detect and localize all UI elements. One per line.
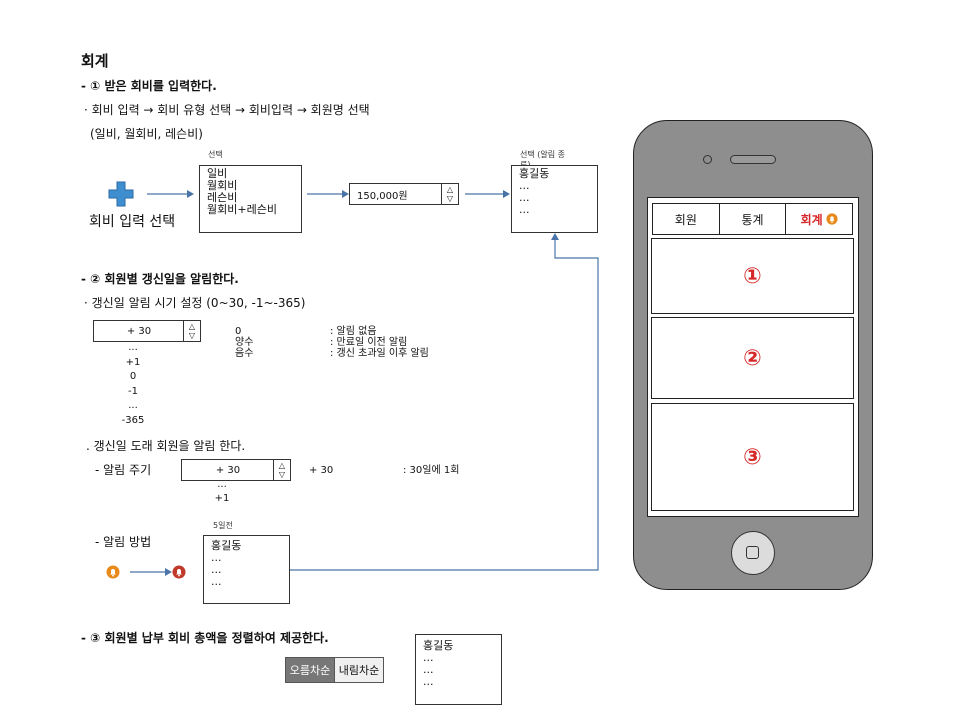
bell-orange-icon — [106, 564, 120, 579]
member-select[interactable]: 홍길동 ... ... ... — [511, 165, 598, 233]
cycle-example: + 30 — [309, 465, 334, 476]
stepper-arrows[interactable]: △▽ — [273, 460, 290, 480]
cycle-value: + 30 — [215, 464, 241, 476]
fee-type-select[interactable]: 일비 월회비 레슨비 월회비+레슨비 — [199, 165, 302, 233]
flow-arrow-2 — [307, 190, 349, 198]
renewal-setting-label: · 갱신일 알림 시기 설정 (0~30, -1~-365) — [84, 296, 306, 310]
sort-ascending-button[interactable]: 오름차순 — [285, 657, 335, 683]
stepper-down-icon[interactable]: ▽ — [278, 470, 286, 479]
renewal-stepper[interactable]: + 30 △▽ — [93, 320, 201, 342]
list-item[interactable]: ... — [211, 551, 222, 564]
fee-type-option[interactable]: 레슨비 — [207, 191, 238, 204]
list-item[interactable]: ... — [423, 651, 434, 664]
cycle-stepper[interactable]: + 30 △▽ — [181, 459, 291, 481]
method-caption: 5일전 — [213, 521, 233, 530]
amount-value: 150,000원 — [357, 190, 408, 202]
stepper-up-icon[interactable]: △ — [446, 185, 454, 194]
fee-input-label: 회비 입력 선택 — [89, 214, 176, 230]
member-option[interactable]: 홍길동 — [519, 167, 550, 180]
panel-2: ② — [651, 317, 854, 399]
bell-icon — [826, 213, 838, 225]
panel-3: ③ — [651, 403, 854, 511]
member-option[interactable]: ... — [519, 203, 530, 216]
member-option[interactable]: ... — [519, 191, 530, 204]
flow-arrow-1 — [147, 190, 194, 198]
phone-screen: 회원 통계 회계 ① ② ③ — [647, 197, 859, 517]
panel-1: ① — [651, 238, 854, 314]
amount-stepper[interactable]: 150,000원 △▽ — [349, 183, 459, 205]
renewal-value: + 30 — [126, 325, 152, 337]
section3-heading: - ③ 회원별 납부 회비 총액을 정렬하여 제공한다. — [81, 631, 329, 645]
phone-speaker — [730, 155, 776, 164]
list-item[interactable]: ... — [423, 663, 434, 676]
member-select-caption: 선택 (알림 종료) — [520, 150, 566, 169]
method-arrow — [130, 568, 172, 576]
phone-camera — [703, 155, 712, 164]
cycle-description: : 30일에 1회 — [403, 465, 460, 476]
list-item[interactable]: ... — [211, 575, 222, 588]
list-item[interactable]: ... — [211, 563, 222, 576]
fee-type-caption: 선택 — [208, 150, 223, 159]
list-item[interactable]: ... — [423, 675, 434, 688]
section1-types-note: (일비, 월회비, 레슨비) — [90, 127, 203, 141]
stepper-arrows[interactable]: △▽ — [183, 321, 200, 341]
renewal-legend: 0: 알림 없음 양수: 만료일 이전 알림 음수: 갱신 초과일 이후 알림 — [235, 326, 429, 359]
cycle-values-list: ... +1 — [214, 479, 230, 504]
notify-label: . 갱신일 도래 회원을 알림 한다. — [86, 439, 246, 453]
section1-flow: · 회비 입력 → 회비 유형 선택 → 회비입력 → 회원명 선택 — [84, 103, 370, 117]
method-label: - 알림 방법 — [95, 535, 152, 549]
stepper-down-icon[interactable]: ▽ — [446, 194, 454, 203]
section1-heading: - ① 받은 회비를 입력한다. — [81, 79, 217, 93]
list-item[interactable]: 홍길동 — [423, 639, 454, 652]
stepper-down-icon[interactable]: ▽ — [188, 331, 196, 340]
list-item[interactable]: 홍길동 — [211, 539, 242, 552]
fee-type-option[interactable]: 월회비 — [207, 179, 238, 192]
stepper-up-icon[interactable]: △ — [188, 322, 196, 331]
member-option[interactable]: ... — [519, 179, 530, 192]
cycle-label: - 알림 주기 — [95, 463, 152, 477]
bell-red-icon — [172, 564, 186, 579]
tab-statistics[interactable]: 통계 — [720, 204, 787, 234]
notify-member-list[interactable]: 홍길동 ... ... ... — [203, 535, 290, 604]
home-button[interactable] — [731, 531, 775, 575]
tab-bar: 회원 통계 회계 — [652, 203, 853, 235]
stepper-up-icon[interactable]: △ — [278, 461, 286, 470]
tab-accounting[interactable]: 회계 — [786, 204, 852, 234]
fee-type-option[interactable]: 월회비+레슨비 — [207, 203, 277, 216]
page-title: 회계 — [81, 52, 109, 70]
sorted-member-list[interactable]: 홍길동 ... ... ... — [415, 634, 502, 705]
flow-arrow-3 — [465, 190, 510, 198]
section2-heading: - ② 회원별 갱신일을 알림한다. — [81, 272, 239, 286]
tab-members[interactable]: 회원 — [653, 204, 720, 234]
home-square-icon — [746, 546, 759, 559]
fee-type-option[interactable]: 일비 — [207, 167, 228, 180]
stepper-arrows[interactable]: △▽ — [441, 184, 458, 204]
sort-descending-button[interactable]: 내림차순 — [334, 657, 384, 683]
renewal-values-list: ... +1 0 -1 ... -365 — [121, 342, 145, 426]
plus-icon[interactable] — [108, 181, 134, 207]
